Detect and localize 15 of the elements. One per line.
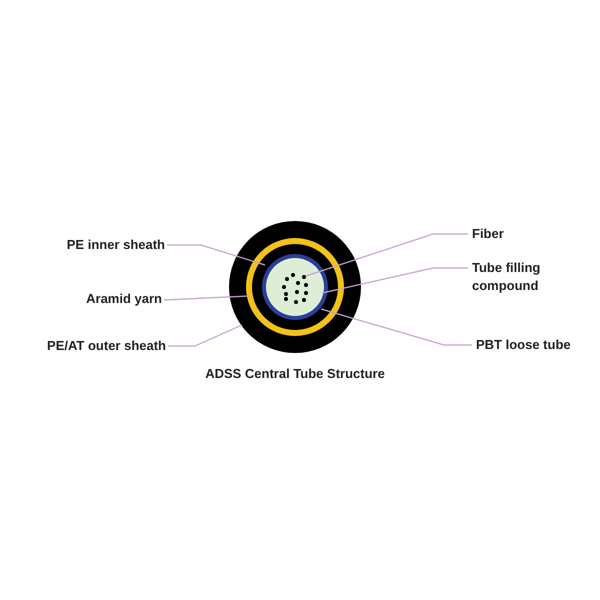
part-label: PE/AT outer sheath [46,337,166,355]
diagram-caption: ADSS Central Tube Structure [204,365,386,383]
leader-line [164,295,250,301]
part-label: Tube filling compound [472,259,542,295]
part-label: Aramid yarn [85,290,162,308]
part-label: Fiber [472,225,505,243]
leader-line [167,244,266,266]
leader-line [320,308,472,346]
leader-line [322,267,468,294]
inner-sheath [252,244,338,330]
leader-line [306,233,468,277]
part-label: PBT loose tube [476,336,572,354]
aramid-yarn-ring [246,238,344,336]
leader-line [168,324,242,347]
part-label: PE inner sheath [66,236,165,254]
